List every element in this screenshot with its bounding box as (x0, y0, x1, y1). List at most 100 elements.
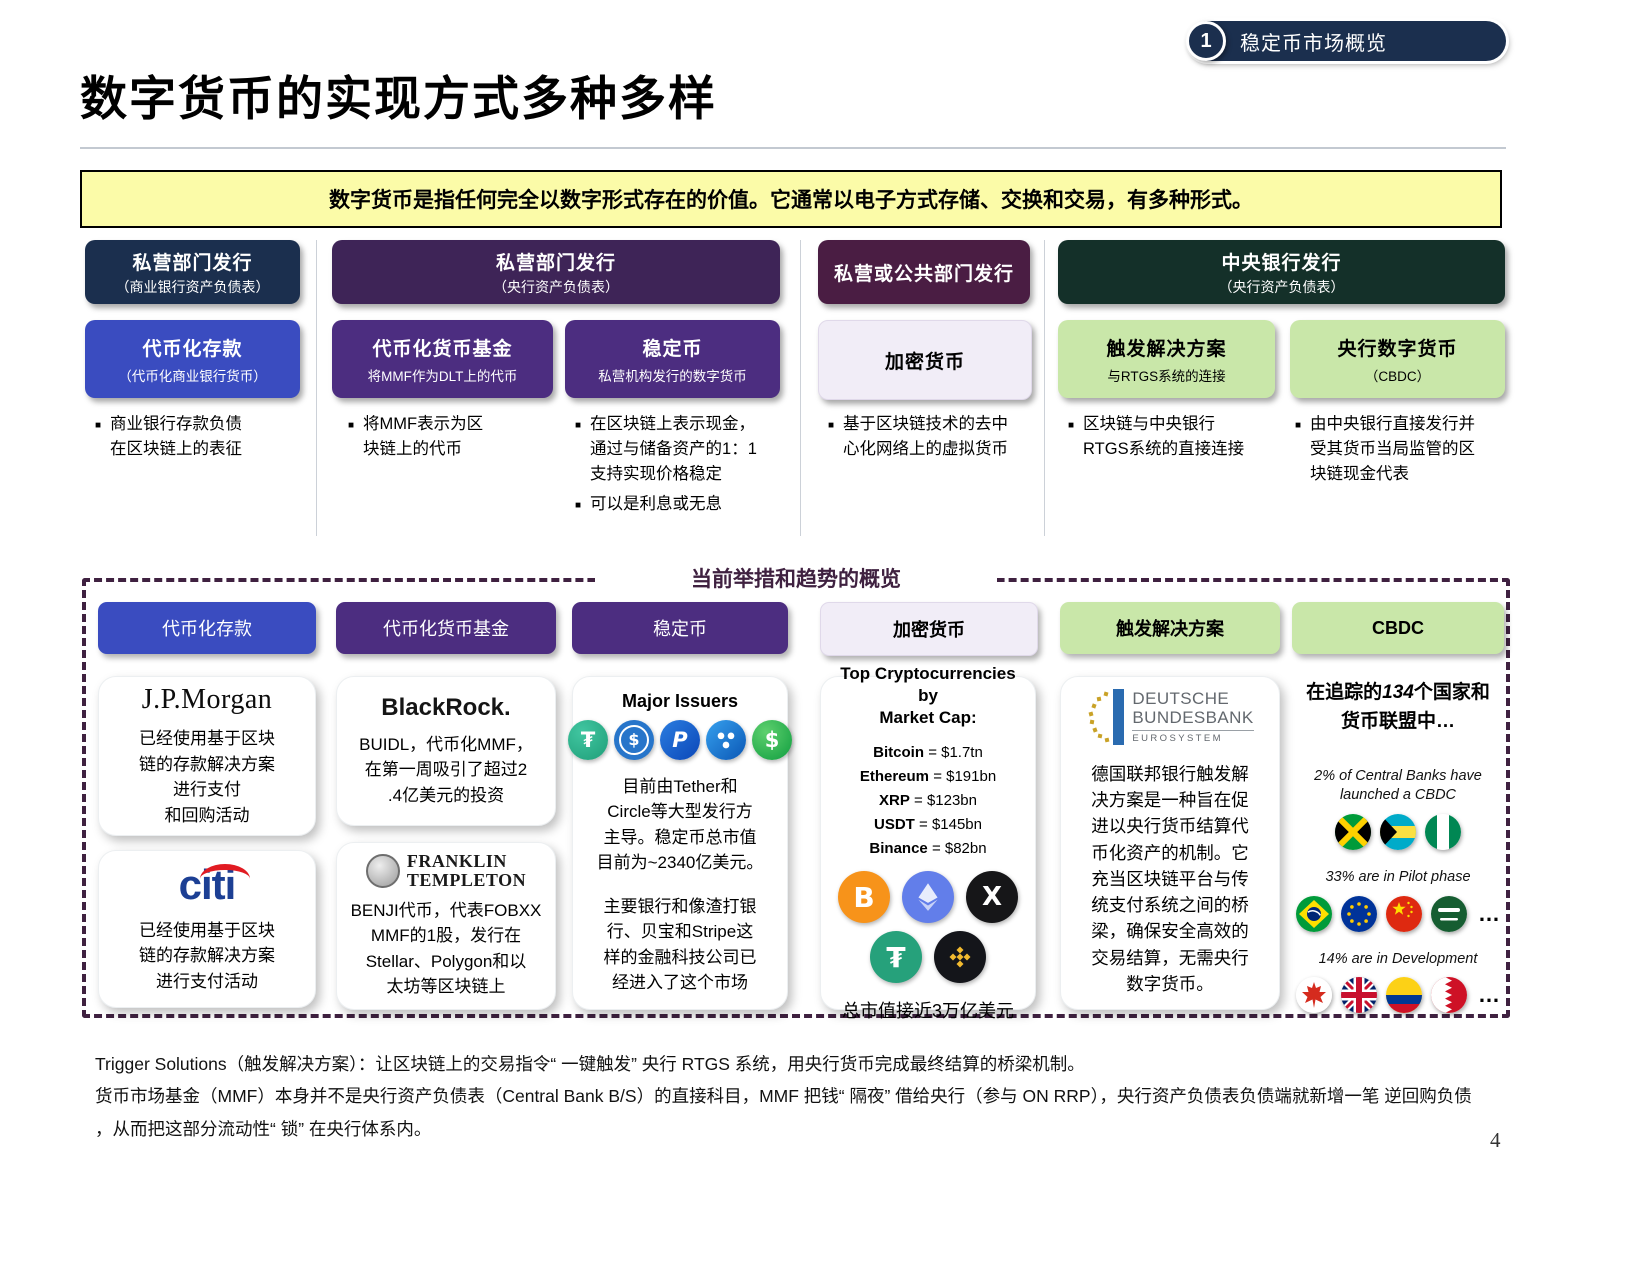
card-stablecoins: Major Issuers ₮ $ P $ 目前由Tether和 Circle等… (568, 676, 792, 1010)
crypto-item: XRP = $123bn (879, 792, 977, 810)
flag-colombia-icon (1386, 977, 1422, 1014)
flag-uk-icon (1341, 977, 1377, 1014)
jpmorgan-logo: J.P.Morgan (141, 684, 273, 715)
type-box-tokenized-mmf: 代币化货币基金 将MMF作为DLT上的代币 (332, 320, 553, 398)
cbdc-stat-development: 14% are in Development (1318, 950, 1478, 967)
column-divider (1044, 240, 1045, 536)
ethereum-icon (902, 871, 954, 924)
cbdc-heading: 在追踪的134个国家和 货币联盟中… (1306, 682, 1490, 733)
bullet-icon: ■ (575, 420, 582, 431)
bullet-list-cbdc: ■由中央银行直接发行并 受其货币当局监管的区 块链现金代表 (1295, 412, 1513, 492)
dollar-coin-icon: $ (752, 719, 792, 760)
cbdc-stat-pilot: 33% are in Pilot phase (1325, 869, 1471, 885)
card-cryptocurrencies: Top Cryptocurrencies by Market Cap: Bitc… (820, 664, 1036, 1021)
bullet-list-tokenized-deposits: ■商业银行存款负债 在区块链上的表征 (95, 412, 307, 468)
crypto-list: Bitcoin = $1.7tn Ethereum = $191bn XRP =… (860, 741, 996, 861)
tether-icon: ₮ (870, 931, 922, 984)
crypto-item: Binance = $82bn (869, 840, 987, 858)
group-header-private-centralbank: 私营部门发行 （央行资产负债表） (332, 240, 780, 304)
stablecoin-icons: ₮ $ P $ (568, 719, 792, 760)
overview-header-tokenized-deposits: 代币化存款 (98, 602, 316, 654)
bullet-icon: ■ (1295, 420, 1302, 431)
flag-bahrain-icon (1431, 977, 1467, 1014)
overview-header-tokenized-mmf: 代币化货币基金 (336, 602, 556, 654)
type-box-trigger: 触发解决方案 与RTGS系统的连接 (1058, 320, 1275, 398)
section-label: 稳定币市场概览 (1240, 32, 1387, 55)
tether-icon: ₮ (568, 719, 608, 760)
stablecoins-paragraph-2: 主要银行和像渣打银 行、贝宝和Stripe这 样的金融科技公司已 经进入了这个市… (603, 896, 757, 993)
major-issuers-heading: Major Issuers (621, 690, 739, 711)
crypto-icons-row-1: B X (838, 871, 1018, 924)
ripple-icon (706, 719, 746, 760)
citi-logo: citi (179, 863, 250, 906)
citi-arc-icon (199, 863, 250, 894)
section-number: 1 (1186, 21, 1226, 61)
column-divider (800, 240, 801, 536)
card-jpmorgan: J.P.Morgan 已经使用基于区块 链的存款解决方案 进行支付 和回购活动 (98, 676, 316, 836)
group-header-private-commercial: 私营部门发行 （商业银行资产负债表） (85, 240, 300, 304)
bullet-icon: ■ (95, 420, 102, 431)
overview-header-stablecoin: 稳定币 (572, 602, 788, 654)
cbdc-flags-pilot: … (1296, 895, 1500, 932)
flag-china-icon (1386, 895, 1422, 932)
overview-section: 当前举措和趋势的概览 代币化存款 代币化货币基金 稳定币 加密货币 触发解决方案… (82, 563, 1510, 1021)
flag-jamaica-icon (1335, 814, 1371, 850)
bundesbank-text: 德国联邦银行触发解 决方案是一种旨在促 进以央行货币结算代 币化资产的机制。它 … (1091, 763, 1249, 994)
page-number: 4 (1490, 1128, 1501, 1152)
bullet-icon: ■ (575, 500, 582, 512)
crypto-item: Bitcoin = $1.7tn (873, 744, 983, 762)
type-box-stablecoin: 稳定币 私营机构发行的数字货币 (565, 320, 780, 398)
footnotes: Trigger Solutions（触发解决方案）：让区块链上的交易指令“ 一键… (95, 1048, 1515, 1145)
crypto-item: Ethereum = $191bn (859, 768, 997, 786)
overview-title: 当前举措和趋势的概览 (595, 563, 997, 593)
bnb-icon (934, 931, 986, 984)
cbdc-stat-launched: 2% of Central Banks have launched a CBDC (1314, 767, 1482, 804)
stablecoins-paragraph-1: 目前由Tether和 Circle等大型发行方 主导。稳定币总市值 目前为~23… (596, 776, 764, 873)
cbdc-flags-launched (1335, 814, 1461, 850)
footnote-line: ，从而把这部分流动性“ 锁” 在央行体系内。 (95, 1118, 432, 1139)
franklin-portrait-icon (365, 854, 400, 888)
blackrock-text: BUIDL，代币化MMF， 在第一周吸引了超过2 .4亿美元的投资 (359, 734, 533, 805)
bullet-list-stablecoin: ■在区块链上表示现金， 通过与储备资产的1：1 支持实现价格稳定 ■可以是利息或… (575, 412, 795, 523)
xrp-icon: X (966, 871, 1018, 924)
overview-header-crypto: 加密货币 (820, 602, 1038, 656)
bitcoin-icon: B (838, 871, 890, 924)
type-box-crypto: 加密货币 (818, 320, 1032, 400)
bullet-list-trigger: ■区块链与中央银行 RTGS系统的直接连接 (1068, 412, 1286, 468)
flag-bahamas-icon (1380, 814, 1416, 850)
crypto-icons-row-2: ₮ (870, 931, 986, 984)
type-box-tokenized-deposits: 代币化存款 （代币化商业银行货币） (85, 320, 300, 398)
card-bundesbank: DEUTSCHE BUNDESBANK EUROSYSTEM 德国联邦银行触发解… (1060, 676, 1280, 1010)
paypal-usd-icon: P (660, 719, 700, 760)
franklin-text: BENJI代币，代表FOBXX MMF的1股，发行在 Stellar、Polyg… (350, 900, 542, 997)
bullet-icon: ■ (828, 420, 835, 431)
page-title: 数字货币的实现方式多种多样 (80, 72, 717, 125)
crypto-heading: Top Cryptocurrencies by Market Cap: (840, 663, 1016, 728)
footnote-line: Trigger Solutions（触发解决方案）：让区块链上的交易指令“ 一键… (95, 1054, 1085, 1074)
flag-saudi-arabia-icon (1431, 895, 1467, 932)
group-header-private-or-public: 私营或公共部门发行 (818, 240, 1030, 304)
section-badge: 1 稳定币市场概览 (1186, 21, 1506, 61)
blackrock-logo: BlackRock. (381, 693, 511, 721)
overview-header-trigger: 触发解决方案 (1060, 602, 1280, 654)
bundesbank-mark-icon (1088, 688, 1125, 745)
overview-header-cbdc: CBDC (1292, 602, 1504, 654)
crypto-footer: 总市值接近3万亿美元 (841, 1001, 1014, 1022)
crypto-item: USDT = $145bn (874, 816, 982, 834)
bullet-list-crypto: ■基于区块链技术的去中 心化网络上的虚拟货币 (828, 412, 1046, 468)
flag-brazil-icon (1296, 895, 1332, 932)
franklin-templeton-logo: FRANKLIN TEMPLETON (365, 852, 526, 890)
footnote-line: 货币市场基金（MMF）本身并不是央行资产负债表（Central Bank B/S… (95, 1086, 1472, 1107)
title-divider (80, 147, 1506, 149)
usdc-icon: $ (614, 719, 654, 760)
bundesbank-logo: DEUTSCHE BUNDESBANK EUROSYSTEM (1086, 688, 1254, 745)
cbdc-column: 在追踪的134个国家和 货币联盟中… 2% of Central Banks h… (1292, 678, 1504, 1014)
intro-banner: 数字货币是指任何完全以数字形式存在的价值。它通常以电子方式存储、交换和交易，有多… (80, 170, 1502, 228)
citi-text: 已经使用基于区块 链的存款解决方案 进行支付活动 (139, 920, 275, 991)
cbdc-flags-development: … (1296, 977, 1500, 1014)
jpmorgan-text: 已经使用基于区块 链的存款解决方案 进行支付 和回购活动 (139, 729, 275, 825)
card-blackrock: BlackRock. BUIDL，代币化MMF， 在第一周吸引了超过2 .4亿美… (336, 676, 556, 826)
flag-nigeria-icon (1425, 814, 1461, 850)
flag-eu-icon (1341, 895, 1377, 932)
